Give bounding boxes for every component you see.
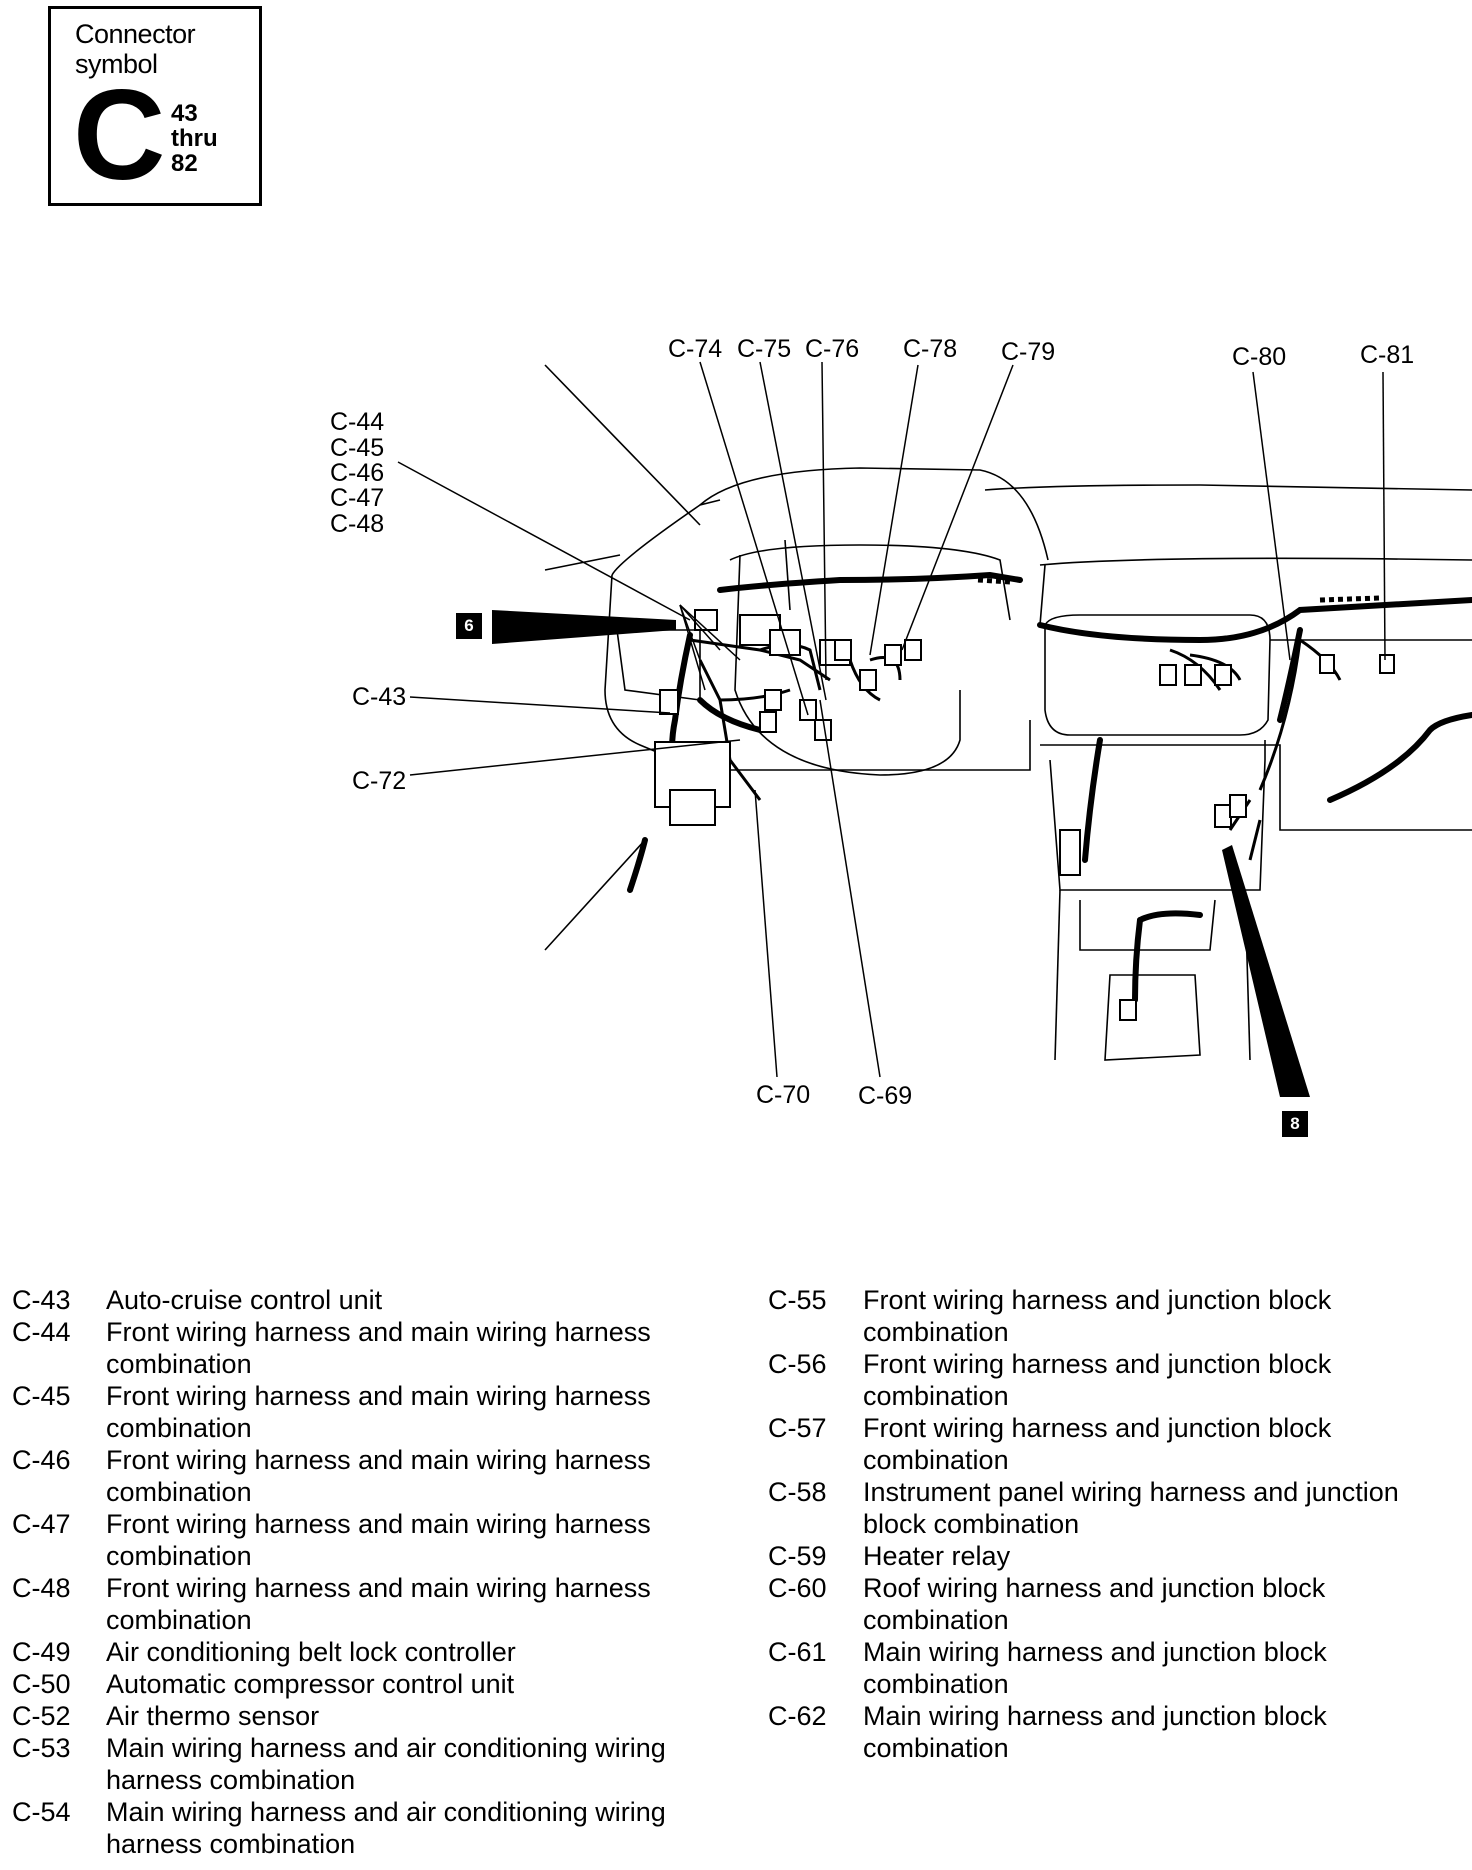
legend-code: C-48 [12,1573,71,1603]
legend-description: Automatic compressor control unit [106,1669,515,1699]
callout-c76: C-76 [805,335,860,363]
legend-description: Main wiring harness and junction block c… [863,1637,1327,1699]
callout-c80: C-80 [1232,343,1287,371]
legend-item: C-58 Instrument panel wiring harness and … [768,1476,1468,1540]
legend-description: Front wiring harness and junction block … [863,1349,1332,1411]
range-end: 82 [171,150,198,177]
legend-item: C-48 Front wiring harness and main wiring… [12,1572,712,1636]
range-start: 43 [171,100,198,127]
legend-code: C-56 [768,1349,827,1379]
wiring-harness [627,571,1472,1003]
legend-description: Front wiring harness and junction block … [863,1413,1332,1475]
legend-description: Front wiring harness and main wiring har… [106,1317,651,1379]
legend-description: Front wiring harness and main wiring har… [106,1381,651,1443]
callout-c46: C-46 [330,459,385,487]
legend-code: C-50 [12,1669,71,1699]
callout-c78: C-78 [903,335,958,363]
legend-code: C-60 [768,1573,827,1603]
callout-c72: C-72 [352,767,407,795]
reference-badge-right: 8 [1282,1111,1308,1137]
legend-code: C-59 [768,1541,827,1571]
legend-description: Roof wiring harness and junction block c… [863,1573,1326,1635]
callout-c69: C-69 [858,1082,913,1110]
callout-c45: C-45 [330,434,385,462]
legend-item: C-62 Main wiring harness and junction blo… [768,1700,1468,1764]
callout-c43: C-43 [352,683,407,711]
dashboard-outline [544,364,1472,1061]
legend-code: C-61 [768,1637,827,1667]
legend-code: C-43 [12,1285,71,1315]
callout-c74: C-74 [668,335,723,363]
harness-connector-strip [977,577,1381,603]
connector-symbol-letter: C [73,64,166,207]
callout-c70: C-70 [756,1081,811,1109]
legend-code: C-52 [12,1701,71,1731]
legend-item: C-43 Auto-cruise control unit [12,1284,712,1316]
legend-item: C-55 Front wiring harness and junction bl… [768,1284,1468,1348]
legend-description: Front wiring harness and main wiring har… [106,1573,651,1635]
legend-code: C-44 [12,1317,71,1347]
callout-c44: C-44 [330,408,385,436]
legend-code: C-54 [12,1797,71,1827]
legend-item: C-47 Front wiring harness and main wiring… [12,1508,712,1572]
legend-description: Air thermo sensor [106,1701,320,1731]
legend-item: C-54 Main wiring harness and air conditio… [12,1796,712,1860]
legend-description: Auto-cruise control unit [106,1285,383,1315]
legend-description: Front wiring harness and main wiring har… [106,1509,651,1571]
reference-pointers [492,610,1310,1097]
legend-description: Main wiring harness and air conditioning… [106,1797,666,1859]
callout-c47: C-47 [330,484,385,512]
dashboard-wiring-diagram [397,361,1472,1097]
legend-code: C-47 [12,1509,71,1539]
callout-c48: C-48 [330,510,385,538]
callout-c81: C-81 [1360,341,1415,369]
callout-c75: C-75 [737,335,792,363]
callout-leaders [397,361,1386,1078]
legend-code: C-55 [768,1285,827,1315]
legend-item: C-45 Front wiring harness and main wiring… [12,1380,712,1444]
legend-description: Main wiring harness and air conditioning… [106,1733,666,1795]
connector-blocks [654,609,1395,1021]
callout-c79: C-79 [1001,338,1056,366]
legend-code: C-58 [768,1477,827,1507]
legend-item: C-50 Automatic compressor control unit [12,1668,712,1700]
range-word: thru [171,125,218,152]
legend-description: Heater relay [863,1541,1011,1571]
wiring-branches [689,638,1342,861]
legend-description: Air conditioning belt lock controller [106,1637,516,1667]
legend-item: C-59 Heater relay [768,1540,1468,1572]
legend-item: C-60 Roof wiring harness and junction blo… [768,1572,1468,1636]
legend-item: C-53 Main wiring harness and air conditio… [12,1732,712,1796]
legend-code: C-45 [12,1381,71,1411]
legend-code: C-49 [12,1637,71,1667]
legend-description: Instrument panel wiring harness and junc… [863,1477,1399,1539]
connector-symbol-box: Connector symbol C 43 thru 82 [48,6,262,206]
legend-code: C-53 [12,1733,71,1763]
legend-item: C-46 Front wiring harness and main wiring… [12,1444,712,1508]
legend-item: C-49 Air conditioning belt lock controlle… [12,1636,712,1668]
legend-description: Front wiring harness and main wiring har… [106,1445,651,1507]
legend-code: C-46 [12,1445,71,1475]
legend-description: Main wiring harness and junction block c… [863,1701,1327,1763]
reference-badge-left: 6 [456,613,482,639]
legend-item: C-56 Front wiring harness and junction bl… [768,1348,1468,1412]
legend-description: Front wiring harness and junction block … [863,1285,1332,1347]
connector-symbol-title: Connector symbol [75,19,196,79]
connector-symbol-range: 43 thru 82 [171,101,218,176]
legend-code: C-62 [768,1701,827,1731]
legend-item: C-61 Main wiring harness and junction blo… [768,1636,1468,1700]
legend-code: C-57 [768,1413,827,1443]
legend-item: C-52 Air thermo sensor [12,1700,712,1732]
legend-item: C-44 Front wiring harness and main wiring… [12,1316,712,1380]
legend-item: C-57 Front wiring harness and junction bl… [768,1412,1468,1476]
